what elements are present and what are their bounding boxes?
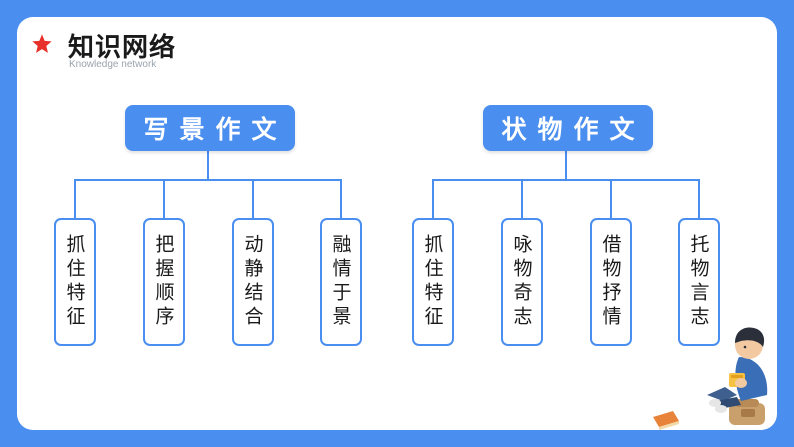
book-icon [653, 411, 679, 430]
leaf-label: 把握顺序 [152, 234, 175, 330]
page-title: 知识网络 [68, 33, 177, 63]
leaf-label: 咏物奇志 [510, 234, 533, 330]
leaf-label: 抓住特征 [63, 234, 86, 330]
leaf-box-left-1: 抓住特征 [54, 218, 96, 346]
leaf-box-left-3: 动静结合 [232, 218, 274, 346]
leaf-box-right-2: 咏物奇志 [501, 218, 543, 346]
leaf-label: 借物抒情 [599, 234, 622, 330]
page-subtitle: Knowledge network [69, 59, 157, 70]
leaf-label: 动静结合 [241, 234, 264, 330]
leaf-label: 融情于景 [329, 234, 352, 330]
leaf-box-left-4: 融情于景 [320, 218, 362, 346]
leaf-box-right-3: 借物抒情 [590, 218, 632, 346]
connector-lines [74, 151, 700, 218]
content-card: 知识网络 Knowledge network 写景作文 状物作文 抓住特征 把握… [17, 17, 777, 430]
category-box-left: 写景作文 [125, 105, 295, 151]
leaf-box-right-1: 抓住特征 [412, 218, 454, 346]
category-box-right: 状物作文 [483, 105, 653, 151]
reading-boy-illustration [653, 327, 768, 430]
leaf-label: 托物言志 [687, 234, 710, 330]
star-icon [32, 34, 52, 53]
leaf-label: 抓住特征 [421, 234, 444, 330]
leaf-box-right-4: 托物言志 [678, 218, 720, 346]
leaf-box-left-2: 把握顺序 [143, 218, 185, 346]
